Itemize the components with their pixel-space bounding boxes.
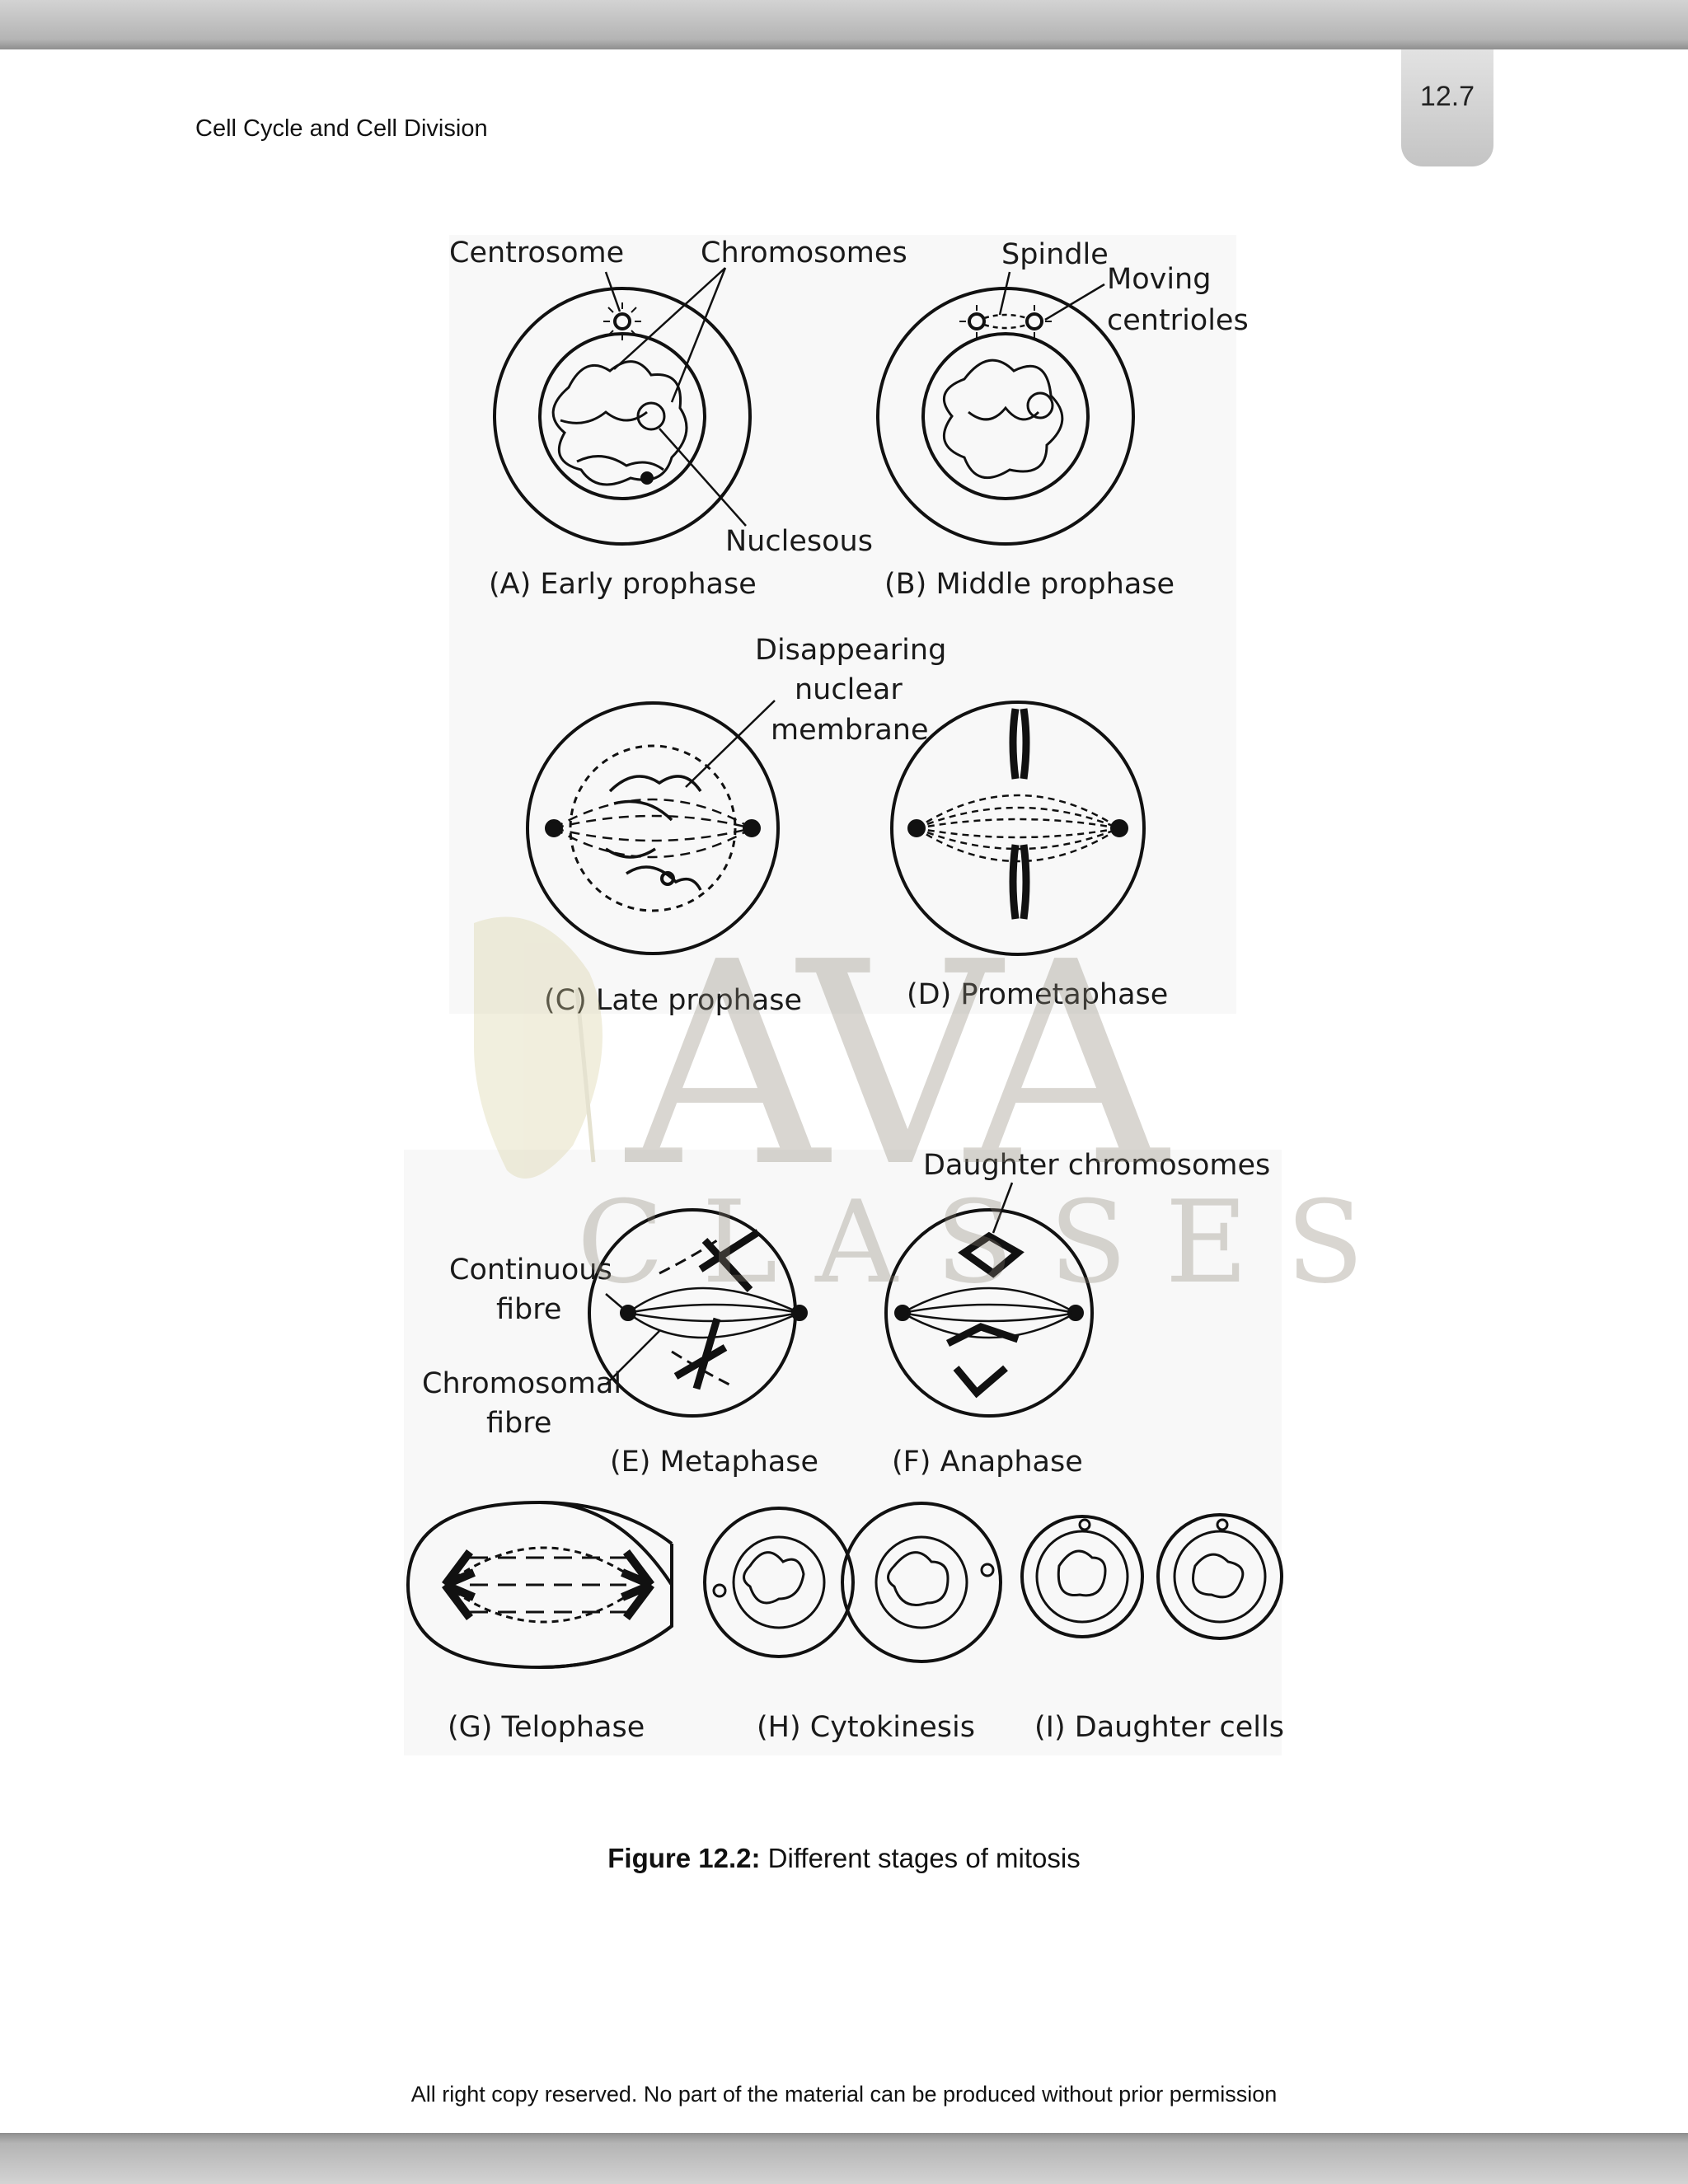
label-disappearing-1: Disappearing <box>755 634 946 667</box>
page-number-tab <box>1401 49 1493 166</box>
label-disappearing-2: nuclear <box>795 673 903 706</box>
label-stage-e: (E) Metaphase <box>610 1446 818 1479</box>
bottom-border-bar <box>0 2133 1688 2184</box>
label-nucleolus: Nuclesous <box>725 525 873 558</box>
footer-copyright: All right copy reserved. No part of the … <box>410 2082 1278 2107</box>
label-continuous-fibre-1: Continuous <box>449 1254 612 1286</box>
cell-late-prophase <box>526 700 780 955</box>
label-chromosomes: Chromosomes <box>701 237 907 269</box>
figure-panel-top <box>449 235 1236 1014</box>
cell-prometaphase <box>890 701 1146 956</box>
label-stage-c: (C) Late prophase <box>544 984 802 1017</box>
label-stage-a: (A) Early prophase <box>489 568 757 601</box>
label-disappearing-3: membrane <box>771 714 929 747</box>
cell-early-prophase <box>493 267 752 546</box>
feather-pen-icon <box>474 916 603 1179</box>
figure-caption: Figure 12.2: Different stages of mitosis <box>0 1843 1688 1874</box>
label-chromosomal-fibre-1: Chromosomal <box>422 1367 621 1400</box>
label-moving-centrioles-1: Moving <box>1107 263 1211 296</box>
watermark-ava: AVA <box>622 902 1171 1229</box>
label-continuous-fibre-2: fibre <box>496 1293 561 1326</box>
label-moving-centrioles-2: centrioles <box>1107 304 1249 337</box>
cell-middle-prophase <box>876 271 1135 546</box>
label-stage-g: (G) Telophase <box>448 1711 645 1744</box>
cell-telophase <box>406 1500 674 1670</box>
running-header-title: Cell Cycle and Cell Division <box>195 115 488 142</box>
label-stage-f: (F) Anaphase <box>892 1446 1083 1479</box>
label-stage-h: (H) Cytokinesis <box>757 1711 975 1744</box>
label-spindle: Spindle <box>1001 238 1109 271</box>
cell-anaphase <box>884 1182 1094 1418</box>
cell-daughter-cells <box>1020 1513 1283 1640</box>
caption-text: Different stages of mitosis <box>760 1843 1081 1873</box>
cell-metaphase <box>588 1208 808 1418</box>
label-stage-i: (I) Daughter cells <box>1034 1711 1284 1744</box>
caption-label: Figure 12.2: <box>607 1843 761 1873</box>
label-stage-d: (D) Prometaphase <box>907 978 1168 1011</box>
cell-cytokinesis <box>703 1502 1002 1663</box>
page-number: 12.7 <box>1419 81 1475 112</box>
watermark-classes: CLASSES <box>577 1176 1402 1309</box>
label-stage-b: (B) Middle prophase <box>884 568 1175 601</box>
figure-panel-bottom <box>404 1150 1282 1755</box>
label-daughter-chromosomes: Daughter chromosomes <box>923 1149 1270 1182</box>
top-border-bar <box>0 0 1688 49</box>
label-chromosomal-fibre-2: fibre <box>486 1407 551 1440</box>
label-centrosome: Centrosome <box>449 237 624 269</box>
